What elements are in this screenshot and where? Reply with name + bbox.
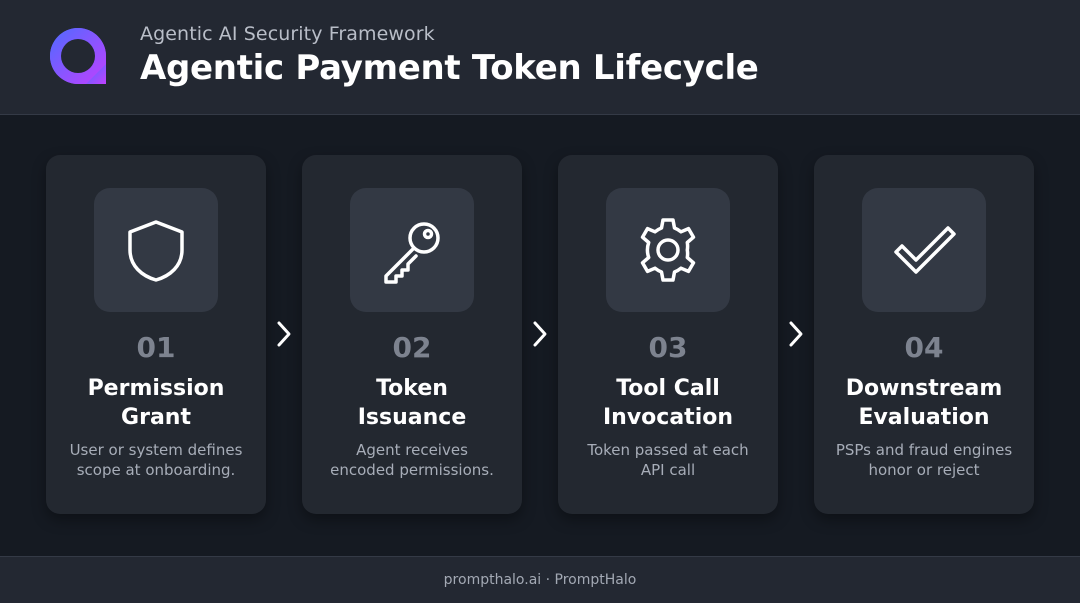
step-description-line: API call — [640, 461, 696, 479]
step-number: 04 — [904, 331, 944, 364]
step-title-line: Invocation — [602, 405, 734, 430]
step-title-line: Grant — [121, 405, 191, 430]
step-icon-box — [862, 188, 986, 312]
step-description: Token passed at each API call — [568, 440, 768, 480]
step-number: 02 — [392, 331, 432, 364]
step-icon-box — [606, 188, 730, 312]
step-title: Token Issuance — [302, 374, 522, 432]
step-title-line: Permission — [87, 376, 225, 401]
lifecycle-diagram: 01 Permission Grant User or system defin… — [0, 115, 1080, 556]
step-title: Downstream Evaluation — [814, 374, 1034, 432]
header-subtitle: Agentic AI Security Framework — [140, 23, 435, 45]
key-icon — [384, 222, 440, 284]
step-card-tool-call-invocation: 03 Tool Call Invocation Token passed at … — [558, 155, 778, 514]
step-number: 03 — [648, 331, 688, 364]
step-icon-box — [350, 188, 474, 312]
step-description: User or system defines scope at onboardi… — [56, 440, 256, 480]
shield-icon — [128, 220, 184, 282]
step-card-downstream-evaluation: 04 Downstream Evaluation PSPs and fraud … — [814, 155, 1034, 514]
step-card-permission-grant: 01 Permission Grant User or system defin… — [46, 155, 266, 514]
page-title: Agentic Payment Token Lifecycle — [140, 48, 759, 88]
step-description-line: scope at onboarding. — [76, 461, 236, 479]
ring-logo-icon — [50, 28, 106, 84]
step-description-line: User or system defines — [69, 441, 243, 459]
step-description-line: Agent receives — [356, 441, 468, 459]
step-card-token-issuance: 02 Token Issuance Agent receives encoded… — [302, 155, 522, 514]
step-icon-box — [94, 188, 218, 312]
step-description: Agent receives encoded permissions. — [312, 440, 512, 480]
footer-credit: prompthalo.ai · PromptHalo — [443, 572, 637, 588]
step-title: Tool Call Invocation — [558, 374, 778, 432]
checkmark-icon — [894, 226, 956, 274]
step-number: 01 — [136, 331, 176, 364]
chevron-right-icon — [533, 321, 547, 347]
step-title-line: Token — [376, 376, 448, 401]
step-description: PSPs and fraud engines honor or reject — [824, 440, 1024, 480]
step-title-line: Tool Call — [616, 376, 720, 401]
footer: prompthalo.ai · PromptHalo — [0, 556, 1080, 603]
step-title-line: Downstream — [845, 376, 1003, 401]
chevron-right-icon — [277, 321, 291, 347]
header: Agentic AI Security Framework Agentic Pa… — [0, 0, 1080, 115]
step-title-line: Issuance — [357, 405, 467, 430]
step-description-line: PSPs and fraud engines — [835, 441, 1013, 459]
chevron-right-icon — [789, 321, 803, 347]
gear-icon — [640, 218, 696, 282]
step-description-line: honor or reject — [868, 461, 980, 479]
step-title-line: Evaluation — [858, 405, 990, 430]
step-description-line: encoded permissions. — [330, 461, 494, 479]
step-title: Permission Grant — [46, 374, 266, 432]
step-description-line: Token passed at each — [587, 441, 749, 459]
